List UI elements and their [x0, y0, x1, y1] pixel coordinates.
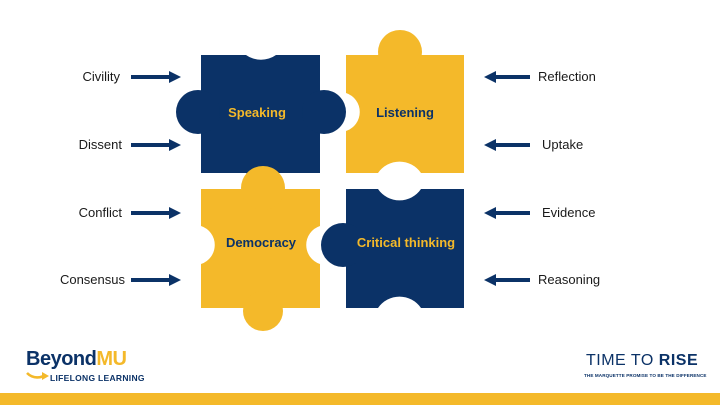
time-to-rise-logo: TIME TO RISE THE MARQUETTE PROMISE TO BE…	[580, 352, 710, 382]
knob-bottom-democracy	[243, 291, 283, 331]
input-label-reasoning: Reasoning	[538, 272, 601, 287]
knob-top-listening	[378, 30, 422, 74]
puzzle-piece-democracy	[201, 180, 320, 317]
label-listening: Listening	[376, 105, 434, 120]
label-critical-thinking: Critical thinking	[357, 235, 455, 250]
label-speaking: Speaking	[228, 105, 286, 120]
tagline-subtitle: THE MARQUETTE PROMISE TO BE THE DIFFEREN…	[584, 373, 707, 378]
knob-left-speaking	[176, 90, 220, 134]
puzzle-piece-listening	[346, 43, 464, 173]
arrow-conflict	[131, 207, 181, 219]
logo-mu-text: MU	[96, 348, 127, 370]
knob-left-critical	[321, 223, 365, 267]
puzzle-piece-speaking	[187, 55, 334, 178]
input-label-conflict: Conflict	[78, 205, 122, 220]
puzzle-piece-critical-thinking	[332, 189, 464, 308]
arrow-reasoning	[484, 274, 530, 286]
beyondmu-logo: BeyondMU LIFELONG LEARNING	[26, 348, 186, 388]
arrow-consensus	[131, 274, 181, 286]
tagline-rise: RISE	[658, 352, 699, 369]
arrow-swoosh-icon	[26, 372, 49, 380]
input-label-reflection: Reflection	[538, 69, 596, 84]
arrow-evidence	[484, 207, 530, 219]
logo-beyond-text: Beyond	[26, 348, 97, 370]
logo-subtitle: LIFELONG LEARNING	[50, 373, 145, 383]
bottom-accent-bar	[0, 393, 720, 405]
label-democracy: Democracy	[226, 235, 297, 250]
input-label-dissent: Dissent	[78, 137, 122, 152]
arrow-reflection	[484, 71, 530, 83]
arrow-civility	[131, 71, 181, 83]
input-label-consensus: Consensus	[59, 272, 125, 287]
input-label-uptake: Uptake	[542, 137, 584, 152]
knob-top-democracy	[241, 166, 285, 210]
input-label-evidence: Evidence	[542, 205, 596, 220]
tagline-time-to: TIME TO	[586, 352, 654, 369]
arrow-uptake	[484, 139, 530, 151]
arrow-dissent	[131, 139, 181, 151]
input-label-civility: Civility	[82, 69, 120, 84]
knob-right-speaking	[302, 90, 346, 134]
